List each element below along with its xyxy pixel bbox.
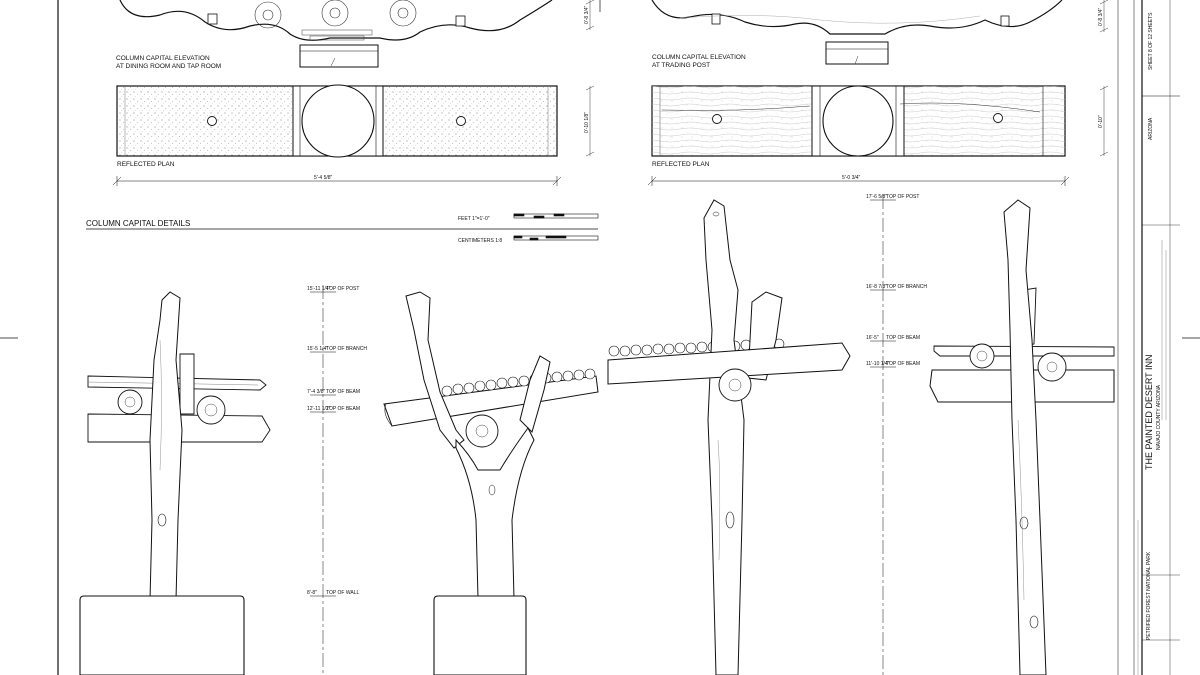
feet-scale-label: FEET 1"=1'-0"	[458, 216, 490, 222]
level-left-2-label: TOP OF BRANCH	[326, 346, 367, 352]
column-detail-1	[79, 291, 271, 675]
level-left-2-value: 15'-5 1/4"	[307, 346, 328, 352]
title-block-fineprint	[1137, 240, 1167, 675]
level-left-4-label: TOP OF BEAM	[326, 406, 360, 412]
capital-elevation-dining-room: 0'-8 3/4" COLUMN CAPITAL ELEVATION AT DI…	[116, 0, 595, 70]
level-right-1-value: 17'-6 5/8"	[866, 194, 887, 200]
level-right-4-label: TOP OF BEAM	[886, 361, 920, 367]
level-line-right: 17'-6 5/8" TOP OF POST 16'-8 7/8" TOP OF…	[866, 194, 927, 675]
dim-left-plan-depth: 0'-10 1/8"	[584, 112, 590, 133]
reflected-plan-trading-post: 0'-10" REFLECTED PLAN 5'-0 3/4"	[647, 85, 1109, 186]
column-detail-3	[607, 199, 851, 675]
column-detail-4	[929, 199, 1115, 675]
level-left-5-value: 8'-8"	[307, 590, 317, 596]
level-left-1-label: TOP OF POST	[326, 286, 359, 292]
trading-elevation-title-line2: AT TRADING POST	[652, 62, 710, 69]
details-title: COLUMN CAPITAL DETAILS	[86, 219, 190, 228]
reflected-plan-left-label: REFLECTED PLAN	[117, 161, 175, 168]
capital-elevation-trading-post: 0'-8 3/4" COLUMN CAPITAL ELEVATION AT TR…	[651, 0, 1109, 69]
level-right-2-label: TOP OF BRANCH	[886, 284, 927, 290]
level-left-5-label: TOP OF WALL	[326, 590, 359, 596]
sheet-number: SHEET 8 OF 12 SHEETS	[1148, 12, 1154, 70]
level-line-left: 15'-11 1/4" TOP OF POST 15'-5 1/4" TOP O…	[307, 285, 367, 675]
level-left-3-value: 7'-4 3/8"	[307, 389, 326, 395]
level-right-1-label: TOP OF POST	[886, 194, 919, 200]
level-right-3-value: 16'-5"	[866, 335, 879, 341]
graphic-scale-centimeters	[513, 235, 599, 241]
title-block: THE PAINTED DESERT INN NAVAJO COUNTY ARI…	[1137, 12, 1167, 675]
park-name: PETRIFIED FOREST NATIONAL PARK	[1146, 551, 1152, 640]
dim-right-plan-width: 5'-0 3/4"	[842, 175, 861, 181]
column-detail-2	[383, 291, 599, 675]
project-location: NAVAJO COUNTY ARIZONA	[1156, 384, 1162, 450]
level-left-4-value: 12'-11 1/2"	[307, 406, 331, 412]
level-right-4-value: 11'-10 1/4"	[866, 361, 890, 367]
graphic-scale-feet	[513, 213, 599, 219]
dim-right-elevation-height: 0'-8 3/4"	[1098, 7, 1104, 26]
dim-left-elevation-height: 0'-8 3/4"	[584, 5, 590, 24]
dim-left-plan-width: 5'-4 5/8"	[314, 175, 333, 181]
project-title: THE PAINTED DESERT INN	[1144, 354, 1154, 470]
centimeters-scale-label: CENTIMETERS 1:8	[458, 238, 502, 244]
reflected-plan-right-label: REFLECTED PLAN	[652, 161, 710, 168]
reflected-plan-dining-room: 0'-10 1/8" REFLECTED PLAN 5'-4 5/8"	[112, 84, 595, 186]
dim-right-plan-depth: 0'-10"	[1098, 115, 1104, 128]
trading-elevation-title-line1: COLUMN CAPITAL ELEVATION	[652, 54, 746, 61]
state-name: ARIZONA	[1148, 117, 1154, 140]
level-left-3-label: TOP OF BEAM	[326, 389, 360, 395]
level-right-2-value: 16'-8 7/8"	[866, 284, 887, 290]
dining-elevation-title-line1: COLUMN CAPITAL ELEVATION	[116, 55, 210, 62]
dining-elevation-title-line2: AT DINING ROOM AND TAP ROOM	[116, 63, 221, 70]
details-header: COLUMN CAPITAL DETAILS FEET 1"=1'-0" CEN…	[86, 213, 599, 244]
level-left-1-value: 15'-11 1/4"	[307, 286, 331, 292]
level-right-3-label: TOP OF BEAM	[886, 335, 920, 341]
